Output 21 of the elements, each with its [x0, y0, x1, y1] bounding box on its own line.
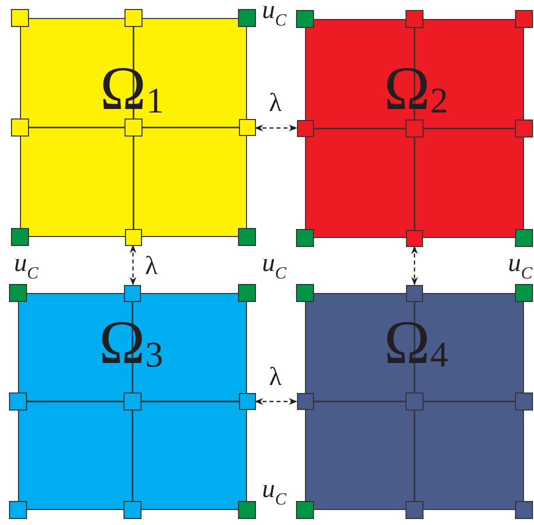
variable-label: u$_{C}$ — [14, 250, 38, 282]
domain-box — [18, 293, 247, 510]
dashed-double-arrow — [411, 246, 418, 286]
variable-label: u$_{C}$ — [262, 250, 286, 282]
domain-box — [305, 19, 524, 238]
interface-node-marker — [238, 393, 256, 410]
interface-node-marker — [124, 284, 141, 302]
dashed-double-arrow — [254, 398, 298, 405]
domain-box — [20, 18, 247, 237]
domain-box — [305, 293, 524, 510]
variable-label: u$_{C}$ — [262, 476, 286, 508]
interface-node-marker — [296, 120, 314, 137]
interface-node-marker — [406, 230, 423, 246]
interface-node-marker — [125, 228, 142, 246]
dashed-double-arrow — [254, 124, 298, 132]
interface-node-marker — [296, 393, 314, 410]
variable-label: u$_{C}$ — [262, 0, 286, 29]
dashed-double-arrow — [130, 244, 136, 286]
variable-label: u$_{C}$ — [508, 250, 532, 282]
interface-node-marker — [406, 284, 423, 302]
interface-node-marker — [238, 119, 256, 136]
